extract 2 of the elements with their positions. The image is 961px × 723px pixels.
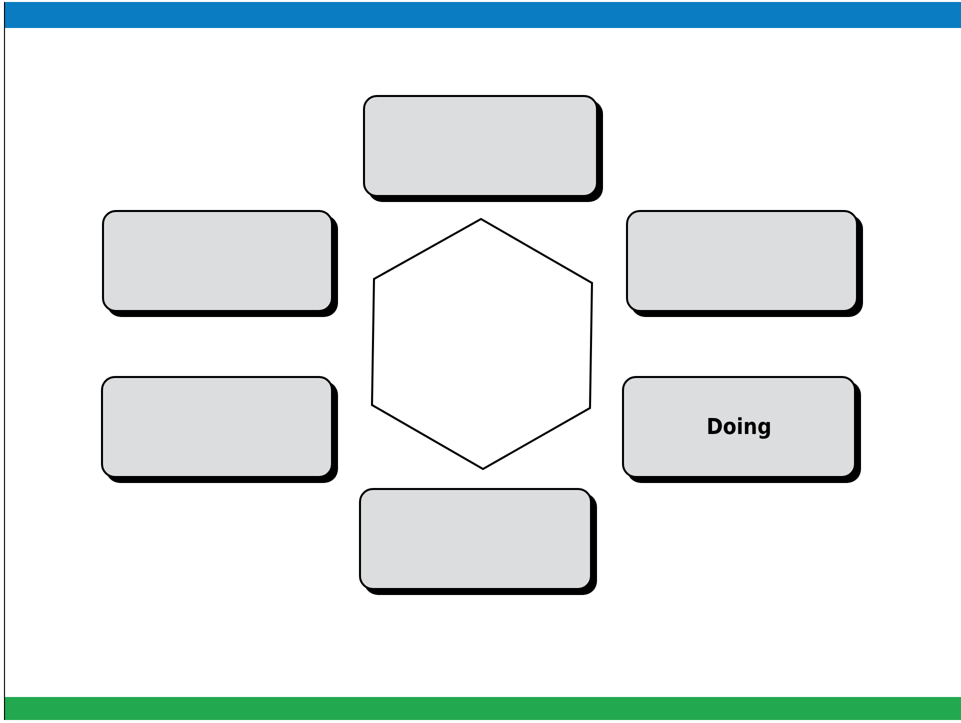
box-label: Doing [706,414,772,440]
hexagon [371,218,594,470]
